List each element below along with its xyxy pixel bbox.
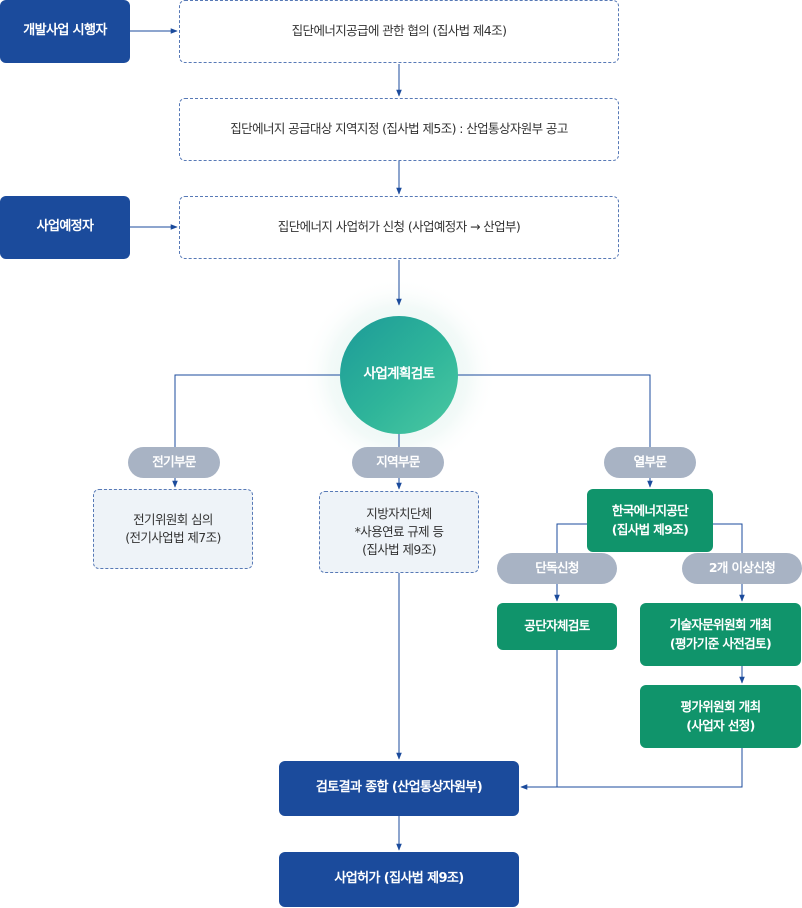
electric-line2: (전기사업법 제7조) [125,530,221,545]
summary-text: 검토결과 종합 (산업통상자원부) [315,780,483,796]
eval-line2: (사업자 선정) [686,717,755,733]
box-business-permit: 사업허가 (집사법 제9조) [279,852,519,907]
actor-developer-label: 개발사업 시행자 [23,23,107,39]
pill-heat-label: 열부문 [633,454,667,470]
heat-line2: (집사법 제9조) [611,521,689,537]
single-label: 단독신청 [535,560,579,576]
box-review-summary: 검토결과 종합 (산업통상자원부) [279,761,519,816]
step-consultation: 집단에너지공급에 관한 협의 (집사법 제4조) [179,0,619,63]
tech-line2: (평가기준 사전검토) [669,635,772,651]
connector-eval-to-summary [557,748,743,788]
step-application: 집단에너지 사업허가 신청 (사업예정자 → 산업부) [179,196,619,259]
single-box-text: 공단자체검토 [524,618,590,634]
actor-applicant: 사업예정자 [0,196,130,259]
step-application-text: 집단에너지 사업허가 신청 (사업예정자 → 산업부) [277,219,521,235]
regional-line1: 지방자치단체 [366,505,432,521]
step-designation: 집단에너지 공급대상 지역지정 (집사법 제5조) : 산업통상자원부 공고 [179,98,619,161]
box-evaluation-committee: 평가위원회 개최 (사업자 선정) [640,685,801,748]
pill-heat: 열부문 [604,447,696,478]
heat-line1: 한국에너지공단 [611,503,689,519]
pill-multi-application: 2개 이상신청 [682,553,802,584]
permit-text: 사업허가 (집사법 제9조) [334,871,464,887]
multi-label: 2개 이상신청 [708,560,776,576]
review-center-text: 사업계획검토 [363,366,436,383]
electric-line1: 전기위원회 심의 [133,511,213,527]
tech-line1: 기술자문위원회 개최 [669,617,772,633]
actor-applicant-label: 사업예정자 [36,219,94,235]
review-center-node: 사업계획검토 [340,316,458,434]
box-energy-agency: 한국에너지공단 (집사법 제9조) [587,489,713,552]
pill-regional-label: 지역부문 [376,454,420,470]
regional-line3: (집사법 제9조) [362,542,436,558]
pill-electric: 전기부문 [128,447,220,478]
pill-single-application: 단독신청 [497,553,617,584]
eval-line1: 평가위원회 개최 [680,699,761,715]
pill-electric-label: 전기부문 [152,454,196,470]
step-consultation-text: 집단에너지공급에 관한 협의 (집사법 제4조) [291,23,507,39]
box-tech-advisory-committee: 기술자문위원회 개최 (평가기준 사전검토) [640,603,801,666]
actor-developer: 개발사업 시행자 [0,0,130,63]
box-local-government: 지방자치단체 *사용연료 규제 등 (집사법 제9조) [319,491,479,573]
regional-line2: *사용연료 규제 등 [354,523,444,539]
pill-regional: 지역부문 [352,447,444,478]
connector-single-to-summary [520,650,558,790]
box-electric-committee: 전기위원회 심의 (전기사업법 제7조) [93,489,253,569]
box-agency-self-review: 공단자체검토 [497,603,617,650]
step-designation-text: 집단에너지 공급대상 지역지정 (집사법 제5조) : 산업통상자원부 공고 [230,121,568,137]
